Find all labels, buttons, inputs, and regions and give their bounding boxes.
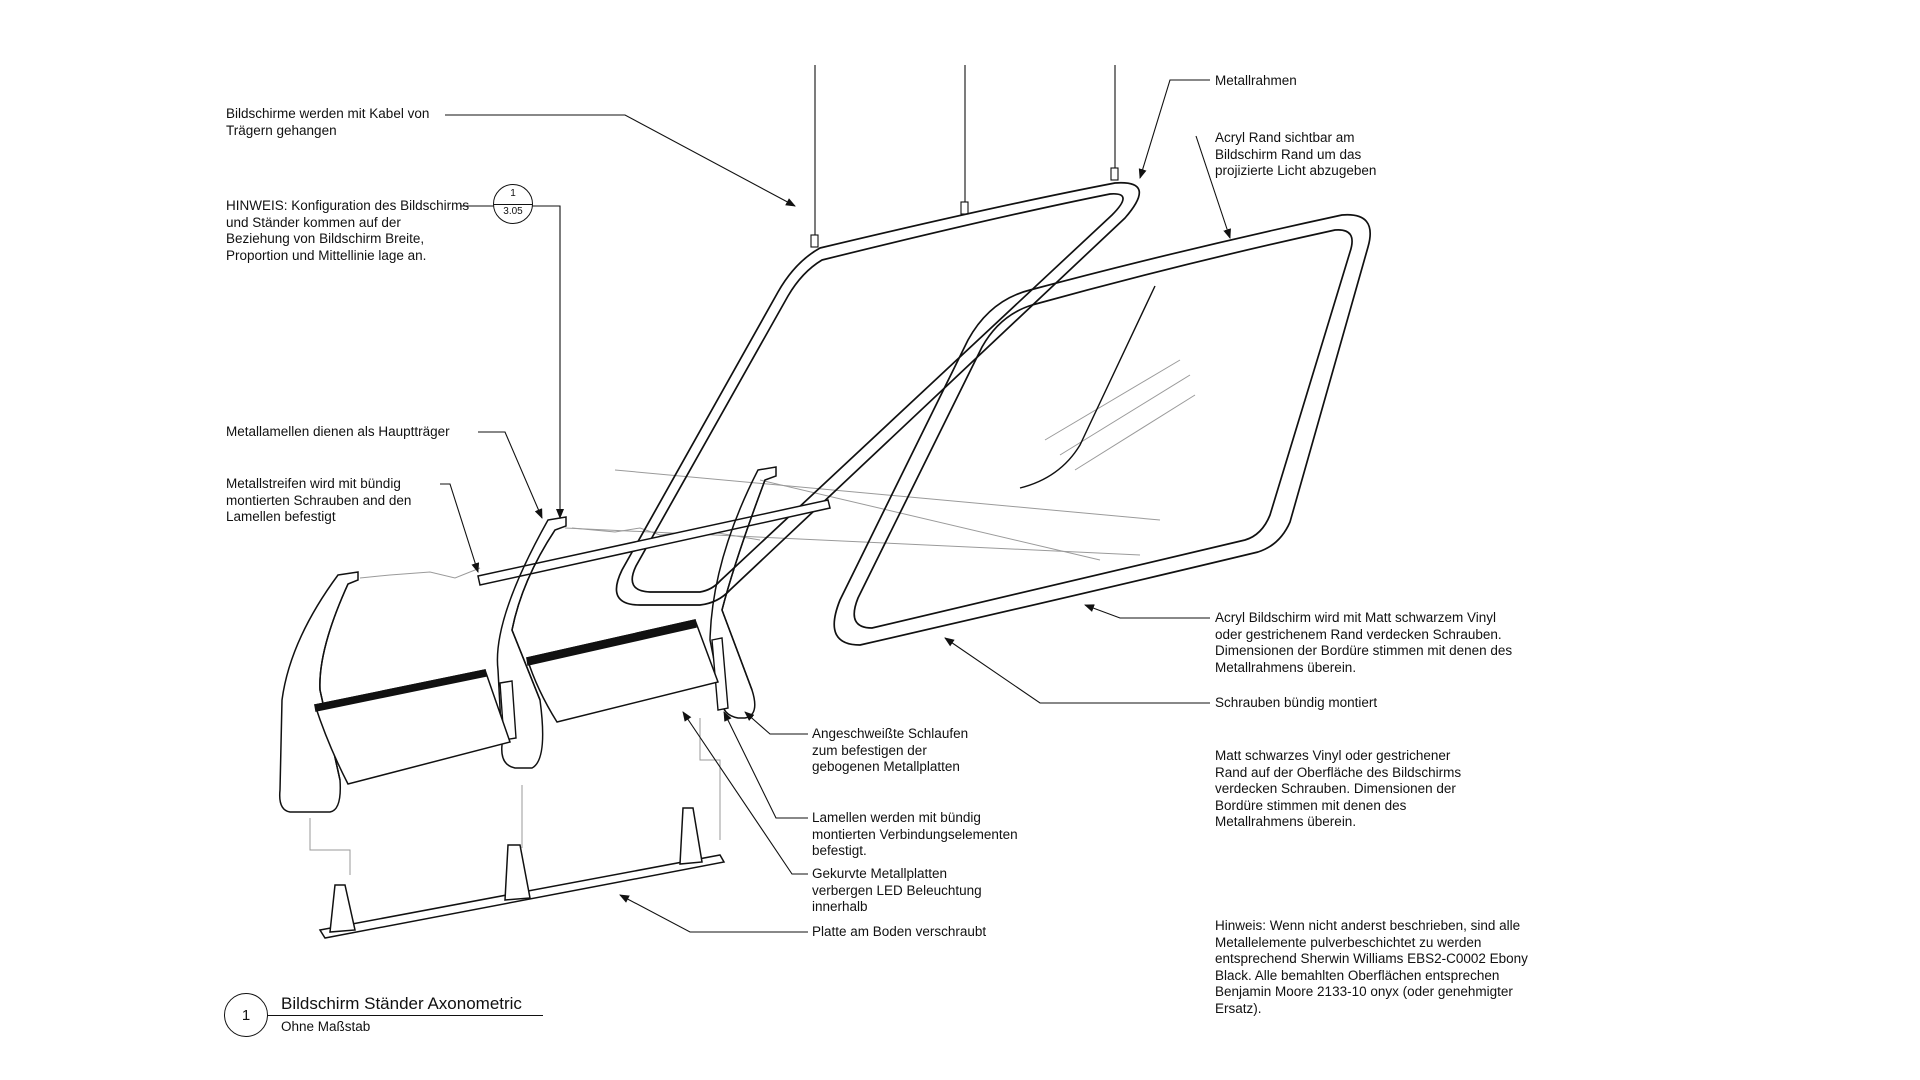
note-matt-vinyl: Matt schwarzes Vinyl oder gestrichener R… (1215, 748, 1462, 829)
note-platte: Platte am Boden verschraubt (812, 924, 987, 939)
metal-strip (477, 499, 831, 586)
suspension-cables (810, 65, 1119, 248)
note-hinweis-farbe: Hinweis: Wenn nicht anderst beschrieben,… (1215, 918, 1528, 1016)
detail-number: 1 (510, 188, 516, 199)
note-gekurvte: Gekurvte Metallplatten verbergen LED Bel… (812, 866, 982, 914)
construction-lines (309, 359, 1196, 875)
note-acryl-bildschirm: Acryl Bildschirm wird mit Matt schwarzem… (1215, 610, 1513, 675)
detail-sheet: 3.05 (503, 206, 523, 217)
title-number: 1 (224, 993, 268, 1037)
note-hinweis-config: HINWEIS: Konfiguration des Bildschirms u… (226, 198, 470, 263)
acrylic-screen (833, 213, 1371, 646)
note-schlaufen: Angeschweißte Schlaufen zum befestigen d… (812, 726, 969, 774)
detail-reference-bubble: 1 3.05 (493, 184, 533, 224)
note-lamellen-verbindung: Lamellen werden mit bündig montierten Ve… (812, 810, 1018, 858)
title-underline (268, 1015, 543, 1016)
curved-plates (314, 619, 719, 785)
note-metallrahmen: Metallrahmen (1215, 73, 1297, 88)
note-metallamellen: Metallamellen dienen als Hauptträger (226, 424, 450, 439)
note-cables: Bildschirme werden mit Kabel von Trägern… (226, 106, 430, 138)
note-acryl-rand: Acryl Rand sichtbar am Bildschirm Rand u… (1215, 130, 1377, 178)
fin-left (278, 571, 359, 813)
base-plate (318, 807, 726, 939)
metal-frame (615, 181, 1141, 606)
fin-middle (496, 516, 567, 769)
note-schrauben: Schrauben bündig montiert (1215, 695, 1378, 710)
leader-lines (440, 79, 1231, 933)
drawing-title: Bildschirm Ständer Axonometric (281, 994, 522, 1013)
note-metallstreifen: Metallstreifen wird mit bündig montierte… (226, 476, 412, 524)
detail-divider (494, 204, 532, 205)
drawing-scale: Ohne Maßstab (281, 1019, 371, 1034)
